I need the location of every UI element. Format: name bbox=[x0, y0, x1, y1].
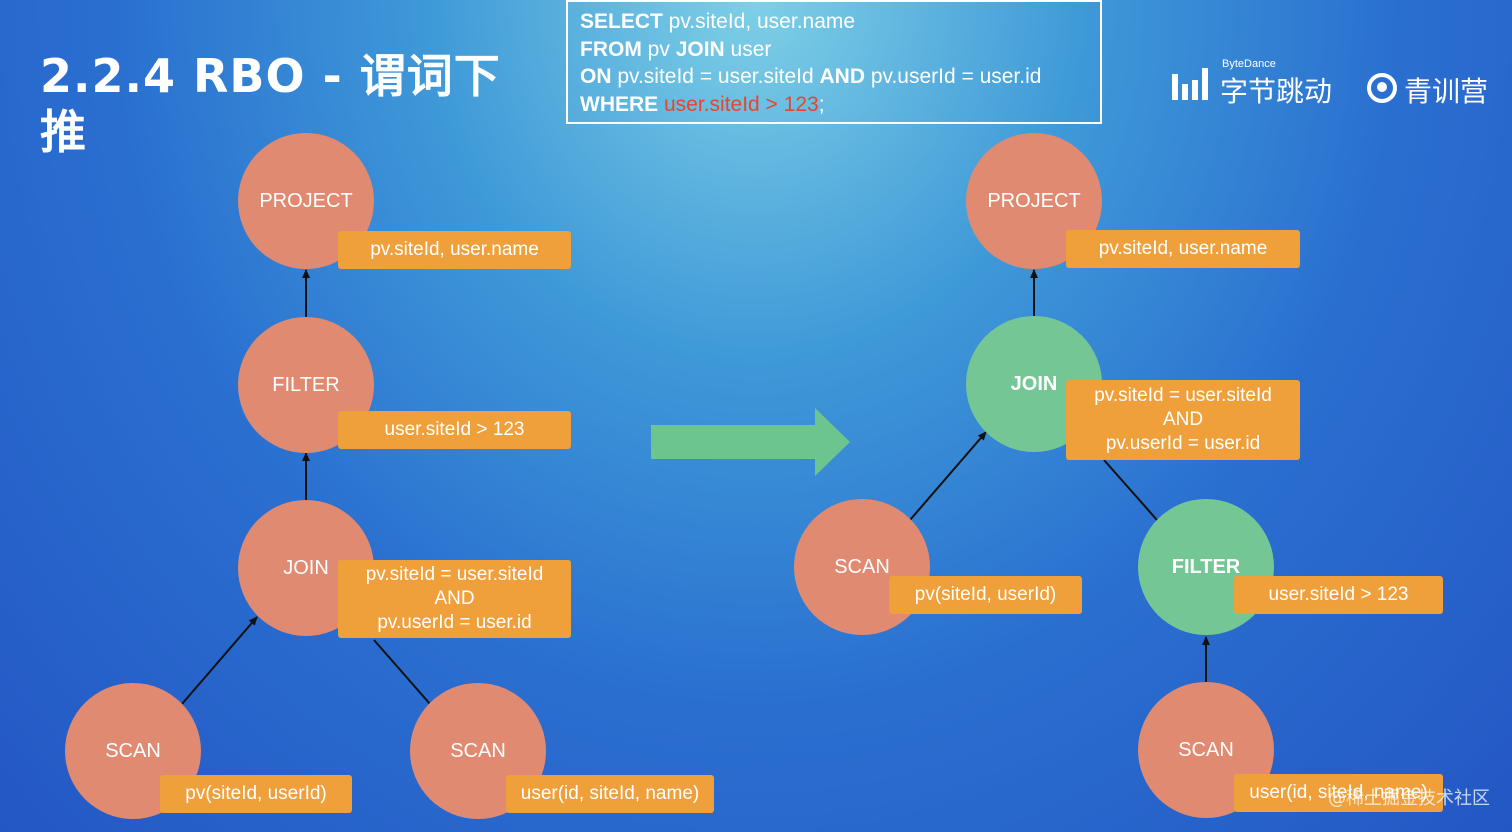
sql-keyword: JOIN bbox=[675, 37, 725, 61]
sql-keyword: AND bbox=[819, 65, 865, 88]
join-condition-and: AND bbox=[1162, 409, 1204, 430]
left-join-label: pv.siteId = user.siteId AND pv.userId = … bbox=[338, 560, 571, 638]
left-scan-user-label: user(id, siteId, name) bbox=[506, 775, 714, 813]
edge-scan-user-to-join bbox=[373, 639, 431, 705]
watermark: @稀土掘金技术社区 bbox=[1328, 788, 1490, 809]
edge-scan-pv-to-join bbox=[181, 616, 258, 705]
bytedance-name: 字节跳动 bbox=[1220, 75, 1333, 108]
sql-line-select: SELECT pv.siteId, user.name bbox=[580, 8, 1088, 36]
join-condition-2: pv.userId = user.id bbox=[377, 612, 532, 633]
join-condition-1: pv.siteId = user.siteId bbox=[1094, 385, 1272, 406]
right-filter-label: user.siteId > 123 bbox=[1234, 576, 1443, 614]
right-join-label: pv.siteId = user.siteId AND pv.userId = … bbox=[1066, 380, 1300, 460]
left-filter-label: user.siteId > 123 bbox=[338, 411, 571, 449]
sql-line-from: FROM pv JOIN user bbox=[580, 36, 1088, 64]
bytedance-logo-icon bbox=[1172, 68, 1208, 100]
sql-keyword: SELECT bbox=[580, 10, 663, 33]
right-scan-pv-node: SCAN bbox=[794, 499, 930, 635]
sql-query-box: SELECT pv.siteId, user.name FROM pv JOIN… bbox=[566, 0, 1102, 124]
sql-text: ; bbox=[818, 92, 825, 116]
sql-text: user bbox=[724, 37, 772, 61]
join-condition-2: pv.userId = user.id bbox=[1105, 433, 1261, 454]
qingxunying-name: 青训营 bbox=[1404, 75, 1489, 108]
sql-keyword: WHERE bbox=[580, 92, 659, 116]
sql-highlight-predicate: user.siteId > 123 bbox=[658, 92, 819, 116]
sql-text: pv.siteId = user.siteId bbox=[611, 65, 820, 88]
sql-line-where: WHERE user.siteId > 123; bbox=[580, 91, 1088, 119]
right-project-label: pv.siteId, user.name bbox=[1066, 230, 1300, 268]
edge-filter-to-join bbox=[1103, 459, 1158, 521]
sql-keyword: ON bbox=[580, 65, 612, 88]
left-project-label: pv.siteId, user.name bbox=[338, 231, 571, 269]
edge-scan-pv-to-join bbox=[909, 431, 987, 521]
right-scan-user-label: user(id, siteId, name) bbox=[1234, 774, 1443, 812]
right-scan-pv-label: pv(siteId, userId) bbox=[889, 576, 1082, 614]
sql-text: pv.siteId, user.name bbox=[662, 10, 856, 33]
right-filter-node: FILTER bbox=[1138, 499, 1274, 635]
join-condition-1: pv.siteId = user.siteId bbox=[365, 564, 544, 585]
sql-keyword: FROM bbox=[580, 37, 642, 61]
join-condition-and: AND bbox=[434, 588, 475, 609]
bytedance-small-text: ByteDance bbox=[1222, 58, 1276, 70]
sql-line-on: ON pv.siteId = user.siteId AND pv.userId… bbox=[580, 63, 1088, 91]
left-scan-pv-label: pv(siteId, userId) bbox=[160, 775, 352, 813]
page-title: 2.2.4 RBO - 谓词下推 bbox=[40, 49, 501, 159]
sql-text: pv.userId = user.id bbox=[864, 65, 1042, 88]
transform-arrow-icon bbox=[651, 408, 850, 476]
qingxunying-logo-icon bbox=[1367, 73, 1397, 103]
sql-text: pv bbox=[641, 37, 676, 61]
